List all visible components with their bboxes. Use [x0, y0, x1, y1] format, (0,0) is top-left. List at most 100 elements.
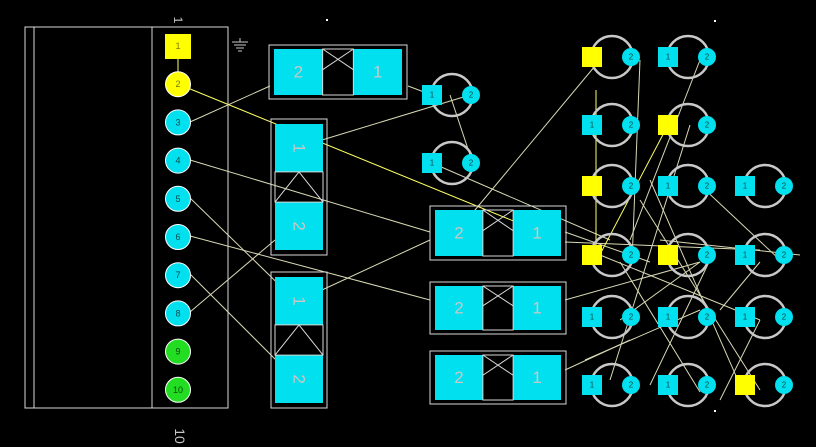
ring-pad-1[interactable]: [658, 47, 678, 67]
ring-pad-2[interactable]: [775, 376, 793, 394]
ring-part-r4c1[interactable]: [658, 294, 716, 340]
component-block-mid-2[interactable]: [429, 281, 567, 335]
component-block-left-2[interactable]: [270, 271, 328, 409]
component-block-mid-3[interactable]: [429, 350, 567, 405]
ring-part-a[interactable]: [422, 72, 480, 118]
ring-pad-2[interactable]: [462, 86, 480, 104]
pad-label: 1: [743, 182, 748, 191]
connector-pin-6[interactable]: [165, 224, 191, 250]
ring-pad-1[interactable]: [658, 176, 678, 196]
component-pad-1[interactable]: [275, 277, 323, 325]
component-pad-2[interactable]: [435, 210, 483, 256]
ring-pad-1[interactable]: [658, 375, 678, 395]
pad-label: 1: [430, 159, 435, 168]
ring-part-r1c0[interactable]: [582, 102, 640, 148]
component-pad-2[interactable]: [435, 355, 483, 400]
ring-pad-2[interactable]: [775, 308, 793, 326]
ring-part-r5c1[interactable]: [658, 362, 716, 408]
ring-pad-1[interactable]: [582, 307, 602, 327]
connector-pin-7[interactable]: [165, 262, 191, 289]
ring-pad-2[interactable]: [622, 246, 640, 264]
ring-part-b[interactable]: [422, 140, 480, 186]
component-block-mid-1[interactable]: [429, 205, 567, 261]
connector-pin-4[interactable]: [165, 147, 191, 174]
component-pad-1[interactable]: [513, 355, 561, 400]
ring-part-r2c1[interactable]: [658, 163, 716, 209]
trace: [321, 94, 471, 141]
connector-pin-2[interactable]: [165, 71, 191, 98]
connector-pin-3[interactable]: [165, 109, 191, 136]
pad-label: 1: [532, 368, 541, 387]
component-pad-1[interactable]: [513, 210, 561, 256]
ring-pad-2[interactable]: [698, 48, 716, 66]
connector-pin-9[interactable]: [165, 338, 191, 365]
ring-pad-1[interactable]: [735, 245, 755, 265]
ring-part-r1c1[interactable]: [658, 102, 716, 148]
ring-pad-1[interactable]: [658, 245, 678, 265]
ring-part-r4c2[interactable]: [735, 294, 793, 340]
ring-pad-1[interactable]: [735, 307, 755, 327]
ring-pad-2[interactable]: [622, 116, 640, 134]
trace: [459, 59, 601, 229]
ring-pad-2[interactable]: [622, 308, 640, 326]
ring-pad-2[interactable]: [698, 376, 716, 394]
ring-pad-1[interactable]: [658, 307, 678, 327]
component-x: [274, 171, 300, 203]
ring-pad-2[interactable]: [775, 177, 793, 195]
ring-part-r5c2[interactable]: [735, 362, 793, 408]
ring-part-r3c2[interactable]: [735, 232, 793, 278]
connector-pin-5[interactable]: [165, 185, 191, 212]
connector-pin-label: 4: [175, 156, 180, 166]
ring-pad-1[interactable]: [582, 375, 602, 395]
ring-part-r0c1[interactable]: [658, 34, 716, 80]
ring-pad-2[interactable]: [622, 376, 640, 394]
pad-label: 2: [705, 313, 710, 322]
connector-pin-10[interactable]: [165, 376, 191, 403]
ring-pad-2[interactable]: [622, 48, 640, 66]
connector-pin-8[interactable]: [165, 300, 191, 327]
component-pad-2[interactable]: [275, 355, 323, 403]
component-pad-1[interactable]: [513, 286, 561, 330]
ring-pad-2[interactable]: [698, 246, 716, 264]
ring-pad-1[interactable]: [582, 115, 602, 135]
ring-pad-1[interactable]: [735, 176, 755, 196]
ring-pad-1[interactable]: [658, 115, 678, 135]
component-outline: [270, 118, 328, 256]
ring-pad-1[interactable]: [422, 85, 442, 105]
component-block-left-1[interactable]: [270, 118, 328, 256]
connector-pin-label: 10: [173, 385, 183, 395]
component-pad-2[interactable]: [435, 286, 483, 330]
pad-label: 2: [454, 299, 463, 318]
component-pad-2[interactable]: [274, 49, 323, 95]
connector-j1[interactable]: [24, 26, 229, 409]
ring-pad-2[interactable]: [775, 246, 793, 264]
pad-label: 1: [290, 143, 309, 152]
ring-pad-1[interactable]: [582, 176, 602, 196]
component-pad-2[interactable]: [275, 202, 323, 250]
connector-pin-label: 8: [175, 308, 180, 318]
ring-pad-2[interactable]: [622, 177, 640, 195]
ring-pad-1[interactable]: [422, 153, 442, 173]
pad-label: 1: [532, 224, 541, 243]
ring-pad-2[interactable]: [462, 154, 480, 172]
ring-part-r3c1[interactable]: [658, 232, 716, 278]
ring-part-r3c0[interactable]: [582, 232, 640, 278]
ring-part-r0c0[interactable]: [582, 34, 640, 80]
ring-pad-1[interactable]: [582, 47, 602, 67]
connector-pin-1[interactable]: [165, 34, 191, 59]
ring-part-r4c0[interactable]: [582, 294, 640, 340]
ring-pad-1[interactable]: [735, 375, 755, 395]
ring-pad-2[interactable]: [698, 308, 716, 326]
component-block-top[interactable]: [268, 44, 408, 100]
ring-pad-1[interactable]: [582, 245, 602, 265]
component-pad-1[interactable]: [353, 49, 402, 95]
ring-part-r5c0[interactable]: [582, 362, 640, 408]
ring-pad-2[interactable]: [698, 177, 716, 195]
ring-part-r2c2[interactable]: [735, 163, 793, 209]
ring-part-r2c0[interactable]: [582, 163, 640, 209]
pad-label: 2: [782, 182, 787, 191]
ring-pad-2[interactable]: [698, 116, 716, 134]
component-pad-1[interactable]: [275, 124, 323, 172]
connector-pin-label: 1: [175, 41, 180, 51]
